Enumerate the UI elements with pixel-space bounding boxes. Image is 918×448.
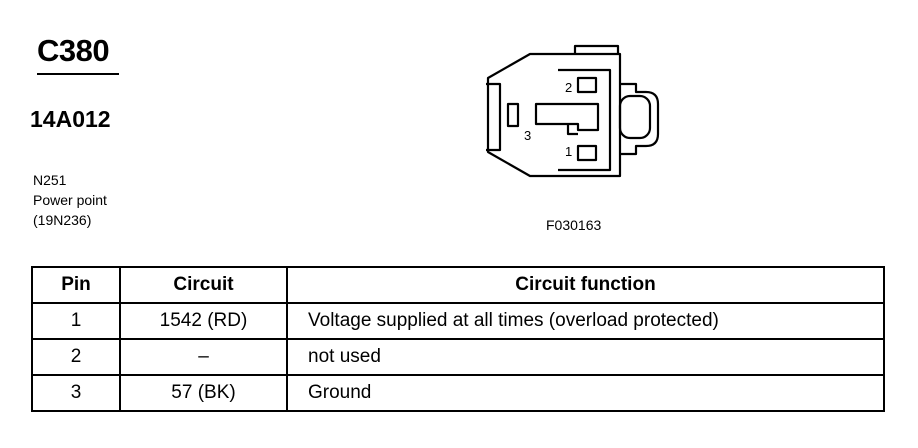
cell-pin: 3 [31, 374, 121, 412]
connector-cavity [558, 68, 612, 172]
description-line-2: Power point [33, 192, 107, 208]
connector-top-tab [573, 44, 620, 54]
title-underline [37, 73, 119, 75]
connector-housing-outline [486, 52, 622, 178]
cell-circuit: – [119, 338, 288, 376]
connector-latch [620, 82, 660, 156]
cell-circuit: 1542 (RD) [119, 302, 288, 340]
connector-description: N251 Power point (19N236) [33, 170, 107, 230]
table-header-row: Pin Circuit Circuit function [31, 266, 885, 304]
cell-function: Ground [286, 374, 885, 412]
connector-title: C380 [37, 33, 110, 68]
pin-label-1: 1 [565, 144, 572, 159]
pin-1-terminal [576, 144, 598, 162]
cell-pin: 1 [31, 302, 121, 340]
pin-2-terminal [576, 76, 598, 94]
connector-inner-face [486, 82, 502, 152]
part-number: 14A012 [30, 106, 111, 132]
table-row: 3 57 (BK) Ground [31, 374, 885, 412]
pinout-table: Pin Circuit Circuit function 1 1542 (RD)… [31, 266, 885, 412]
latch-inner [618, 94, 652, 140]
connector-key-stem [566, 124, 578, 136]
cell-circuit: 57 (BK) [119, 374, 288, 412]
cell-function: Voltage supplied at all times (overload … [286, 302, 885, 340]
table-row: 2 – not used [31, 338, 885, 376]
pin-label-2: 2 [565, 80, 572, 95]
header-pin: Pin [31, 266, 121, 304]
header-circuit: Circuit [119, 266, 288, 304]
description-line-1: N251 [33, 172, 67, 188]
cell-pin: 2 [31, 338, 121, 376]
connector-face-diagram: 2 1 3 [486, 44, 660, 178]
pin-3-terminal [506, 102, 520, 128]
description-line-3: (19N236) [33, 212, 92, 228]
cell-function: not used [286, 338, 885, 376]
header-circuit-function: Circuit function [286, 266, 885, 304]
table-row: 1 1542 (RD) Voltage supplied at all time… [31, 302, 885, 340]
connector-key-slot [534, 102, 600, 132]
figure-id: F030163 [546, 217, 602, 233]
pin-label-3: 3 [524, 128, 531, 143]
